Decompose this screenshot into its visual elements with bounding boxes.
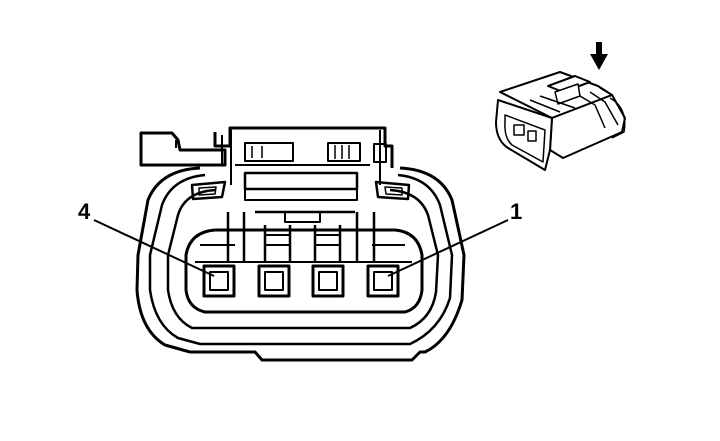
lock-window-right	[374, 180, 411, 201]
cavity-block	[184, 228, 424, 314]
latch-tab	[139, 131, 227, 167]
lock-window-left	[190, 180, 227, 201]
leader-line-pin-4	[93, 219, 215, 277]
pin-cavity-2	[311, 264, 345, 298]
housing-inner-shell-2	[166, 188, 440, 330]
outer-housing	[135, 166, 466, 362]
pin-cavity-3	[257, 264, 291, 298]
connector-perspective-inset	[495, 71, 626, 171]
pin-cavity-4	[202, 264, 236, 298]
pin-cavity-1	[366, 264, 400, 298]
pin-cavities	[202, 264, 400, 298]
connector-face	[93, 126, 509, 362]
leader-line-pin-1	[387, 219, 509, 277]
down-arrow-icon	[590, 42, 608, 70]
housing-inner-shell	[148, 173, 454, 346]
pin-label-1: 1	[510, 199, 522, 224]
divider-posts	[226, 210, 376, 262]
lock-housing	[213, 126, 394, 201]
pin-label-4: 4	[78, 199, 91, 224]
